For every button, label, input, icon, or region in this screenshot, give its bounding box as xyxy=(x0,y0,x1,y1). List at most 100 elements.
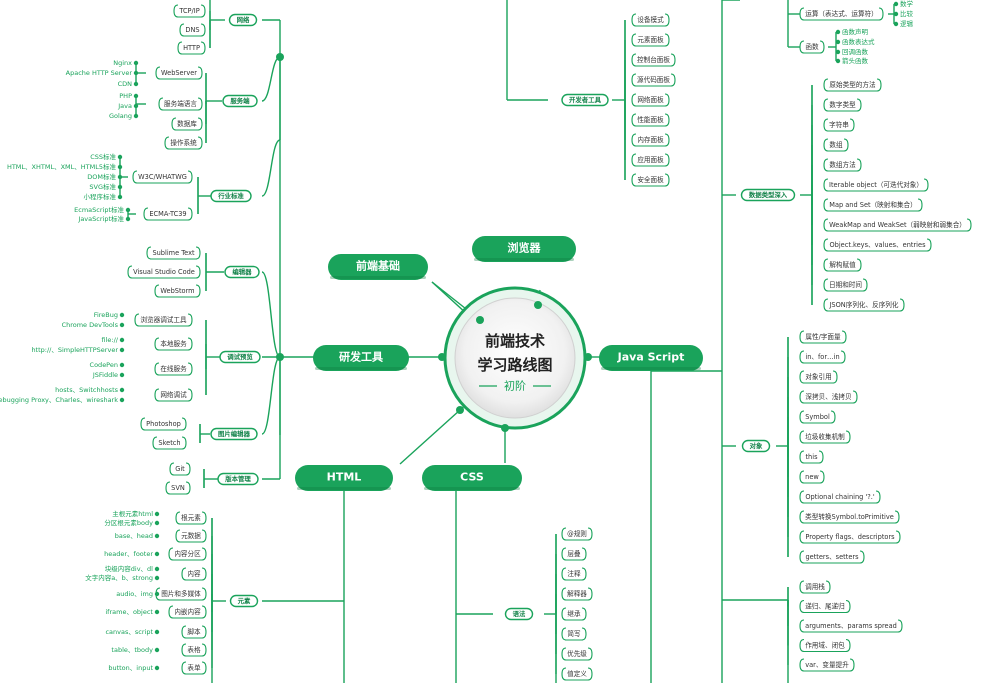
node-bracket xyxy=(132,170,138,184)
node-bracket xyxy=(195,265,201,279)
network-item: HTTP xyxy=(183,44,200,52)
branch-html[interactable] xyxy=(295,465,393,491)
ecma-leaf: JavaScript标准 xyxy=(77,214,124,223)
tag-network[interactable] xyxy=(228,13,258,27)
html-element-item: 内嵌内容 xyxy=(174,607,201,616)
branch-javascript[interactable] xyxy=(599,345,703,371)
tag-image-editor[interactable] xyxy=(210,427,258,441)
js-datatype-item: WeakMap and WeakSet（弱映射和弱集合） xyxy=(829,220,966,229)
tag-vcs[interactable] xyxy=(217,472,259,486)
js-function: 函数 xyxy=(805,42,819,51)
node-bracket xyxy=(631,113,637,127)
editor-item: Visual Studio Code xyxy=(133,268,195,276)
js-function-leaf: 函数表达式 xyxy=(842,37,875,46)
image-editor-item: Sketch xyxy=(158,439,180,447)
connector-dot xyxy=(133,113,139,119)
node-bracket xyxy=(849,118,855,132)
center-disc[interactable] xyxy=(454,297,576,419)
node-bracket xyxy=(823,118,829,132)
connector-dot xyxy=(125,216,131,222)
js-datatype-item: Object.keys、values、entries xyxy=(829,241,926,249)
js-object-item: in、for…in xyxy=(805,353,839,361)
node-bracket xyxy=(154,388,160,402)
connector-dot xyxy=(125,207,131,213)
browser-devtools-item: 元素面板 xyxy=(637,35,664,44)
debug-leaf: JSFiddle xyxy=(92,371,118,379)
node-bracket xyxy=(923,178,929,192)
node-bracket xyxy=(175,511,181,525)
node-bracket xyxy=(179,23,185,37)
node-bracket xyxy=(843,138,849,152)
node-bracket xyxy=(845,638,851,653)
tag-debug[interactable] xyxy=(219,350,261,364)
branch-devtools[interactable] xyxy=(313,345,409,371)
connector-dot xyxy=(154,629,160,635)
debug-leaf: Chrome DevTools xyxy=(62,321,119,329)
node-bracket xyxy=(819,470,825,484)
node-bracket xyxy=(799,370,805,384)
node-bracket xyxy=(799,430,805,444)
tag-html-elements[interactable] xyxy=(229,594,259,608)
debug-leaf: CodePen xyxy=(90,361,118,369)
node-bracket xyxy=(143,207,149,221)
connector-dot xyxy=(893,11,899,17)
connector-dot xyxy=(154,575,160,581)
webserver-leaf: Apache HTTP Server xyxy=(66,69,133,77)
node-bracket xyxy=(168,547,174,561)
tag-css-syntax[interactable] xyxy=(504,607,534,621)
tag-editor[interactable] xyxy=(224,265,260,279)
js-object-item: Symbol xyxy=(805,413,830,421)
tag-server[interactable] xyxy=(222,94,258,108)
branch-frontend[interactable] xyxy=(328,254,428,280)
js-datatype-item: Iterable object（可迭代对象） xyxy=(829,180,923,189)
branch-css[interactable] xyxy=(422,465,522,491)
tag-browser-devtools[interactable] xyxy=(561,93,609,107)
node-bracket xyxy=(856,98,862,112)
node-bracket xyxy=(823,98,829,112)
tag-image-editor-label: 图片编辑器 xyxy=(218,429,251,438)
node-bracket xyxy=(823,218,829,232)
node-bracket xyxy=(197,97,203,111)
node-bracket xyxy=(165,481,171,495)
css-syntax-item: 层叠 xyxy=(567,550,581,558)
node-bracket xyxy=(197,136,203,150)
node-bracket xyxy=(876,78,882,92)
node-bracket xyxy=(631,93,637,107)
debug-leaf: hosts、Switchhosts xyxy=(55,386,118,394)
tag-html-elements-label: 元素 xyxy=(238,596,251,605)
tag-standards[interactable] xyxy=(210,189,252,203)
connector-dot xyxy=(835,49,841,55)
server-item: 数据库 xyxy=(177,119,197,128)
connector-dot xyxy=(133,70,139,76)
node-bracket xyxy=(878,7,884,21)
branch-browser[interactable] xyxy=(472,236,576,262)
node-bracket xyxy=(895,530,901,544)
node-bracket xyxy=(177,41,183,55)
node-bracket xyxy=(127,265,133,279)
webserver-leaf: Nginx xyxy=(113,59,132,67)
node-bracket xyxy=(201,643,207,657)
node-bracket xyxy=(201,511,207,525)
connector-dot xyxy=(154,511,160,517)
tag-css-syntax-label: 语法 xyxy=(513,609,526,618)
vcs-item: Git xyxy=(175,465,185,473)
connector-dot xyxy=(154,520,160,526)
connector-dot xyxy=(119,337,125,343)
js-object-item: 垃圾收集机制 xyxy=(805,432,845,441)
editor-item: WebStorm xyxy=(160,287,194,295)
tag-js-object[interactable] xyxy=(741,439,771,453)
network-item: DNS xyxy=(185,26,199,34)
node-bracket xyxy=(823,78,829,92)
w3c-leaf: HTML、XHTML、XML、HTML5标准 xyxy=(7,162,117,171)
tag-js-datatypes[interactable] xyxy=(740,188,796,202)
connector-dot xyxy=(117,174,123,180)
connector-dot xyxy=(501,424,509,432)
node-bracket xyxy=(818,450,824,464)
connector-dot xyxy=(133,81,139,87)
server-item: 服务端语言 xyxy=(164,99,197,108)
node-bracket xyxy=(852,390,858,404)
html-leaf: 文字内容a、b、strong xyxy=(85,573,153,582)
branch-css-shadow xyxy=(424,487,520,490)
node-bracket xyxy=(631,173,637,187)
